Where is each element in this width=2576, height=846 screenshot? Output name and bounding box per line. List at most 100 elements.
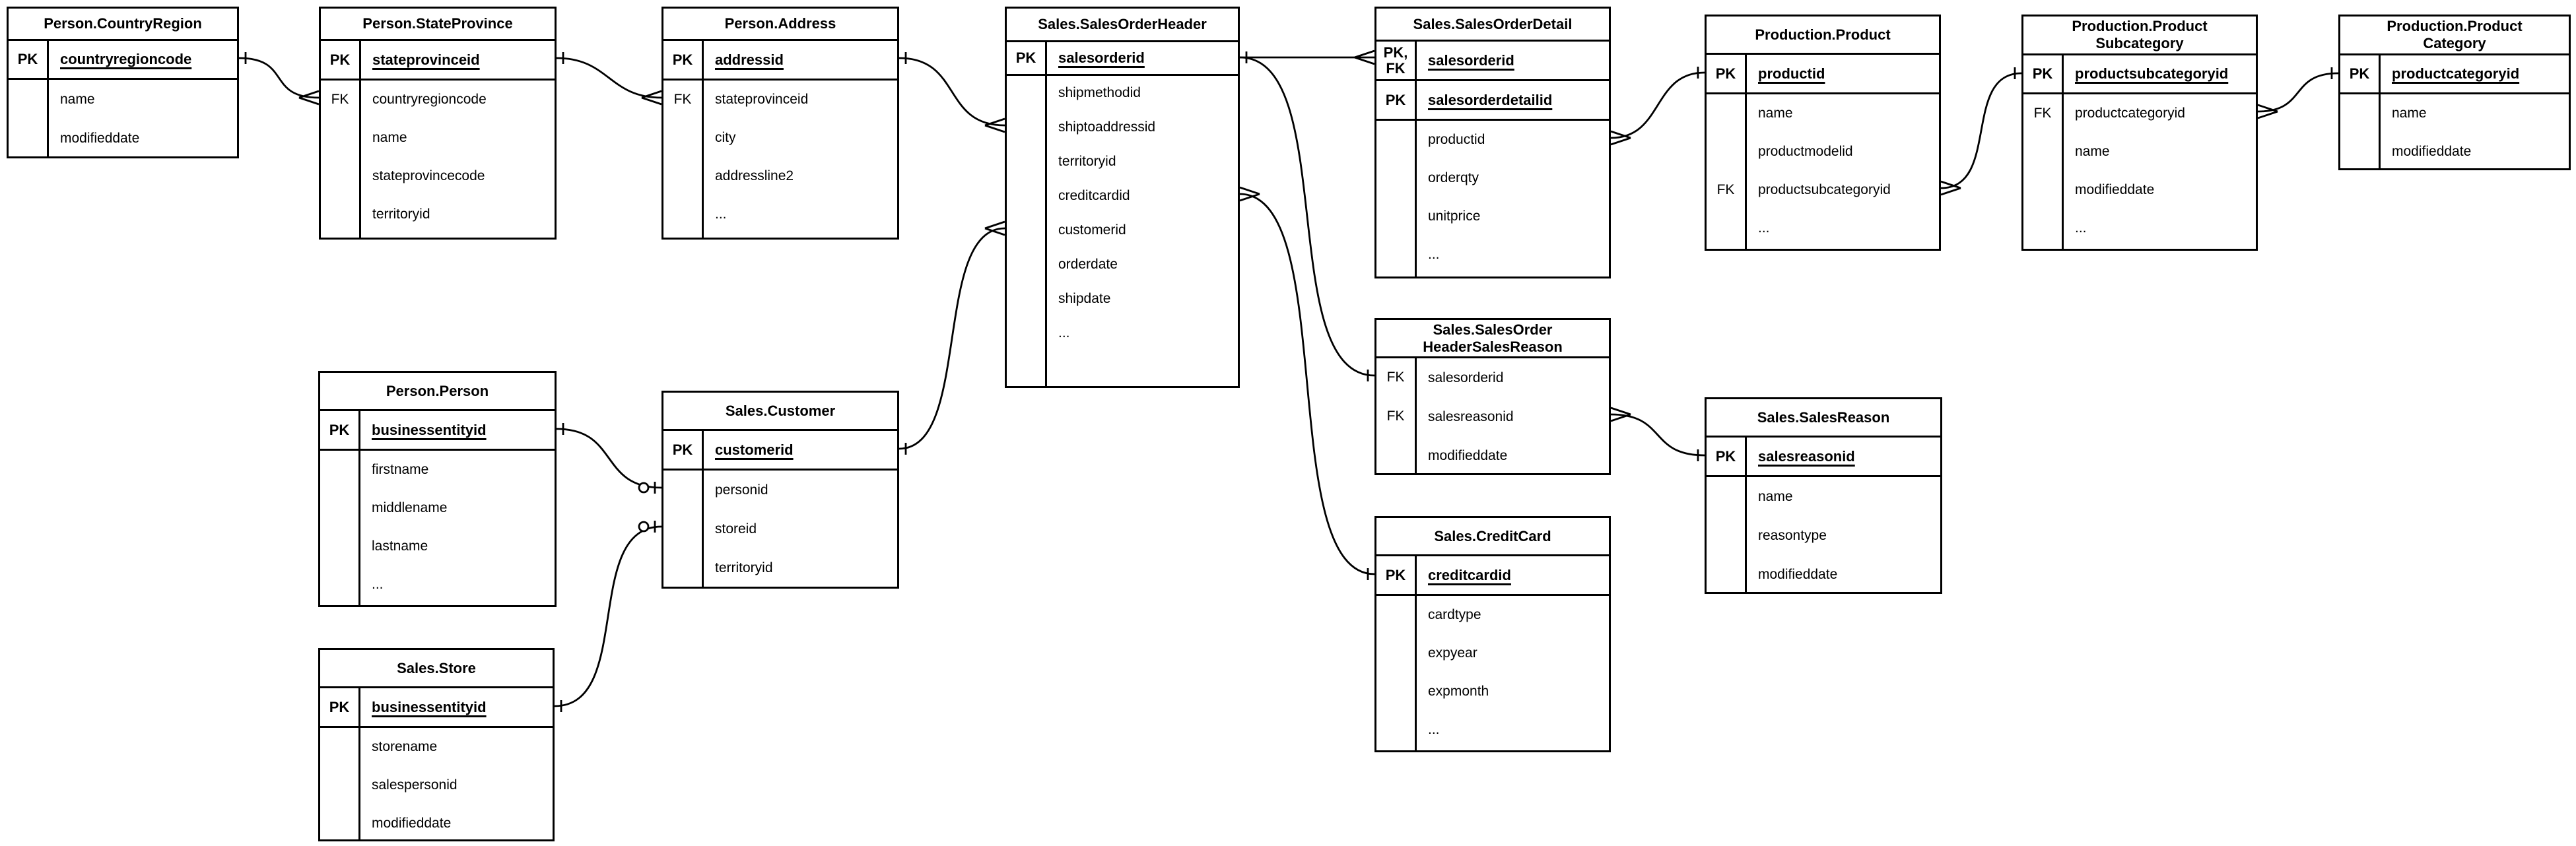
field-name: expmonth: [1428, 684, 1489, 699]
key-label: PK,FK: [1383, 44, 1408, 77]
pk-field: stateprovinceid: [372, 51, 480, 68]
key-spacer: [1007, 179, 1045, 213]
field-name: salespersonid: [372, 777, 458, 793]
field-name: expyear: [1428, 645, 1477, 661]
relation-countryregion-stateprovince: [238, 52, 320, 106]
table-title: Sales.SalesOrderHeader: [1007, 9, 1238, 42]
field-name: countryregioncode: [372, 92, 487, 107]
key-column-divider: [1415, 358, 1417, 473]
key-spacer: [1376, 711, 1415, 749]
key-spacer: [1007, 247, 1045, 282]
relation-salesorderheader-salesorderheadersalesreason: [1239, 56, 1375, 381]
relation-address-salesorderheader: [898, 52, 1005, 133]
field-row: modifieddate: [2023, 171, 2256, 209]
key-spacer: [320, 527, 358, 566]
table-title: Sales.Store: [320, 650, 553, 688]
field-name: productsubcategoryid: [1758, 182, 1891, 197]
field-name: ...: [1758, 220, 1770, 236]
key-spacer: [1376, 159, 1415, 197]
key-spacer: [1007, 110, 1045, 145]
pk-field: creditcardid: [1428, 566, 1511, 583]
field-row: unitprice: [1376, 197, 1609, 236]
field-name: productcategoryid: [2075, 106, 2185, 121]
key-spacer: [1376, 436, 1415, 475]
key-spacer: [1376, 236, 1415, 274]
field-row: creditcardid: [1007, 179, 1238, 213]
field-name: lastname: [372, 538, 428, 554]
key-spacer: [321, 157, 359, 195]
pk-field: productcategoryid: [2392, 65, 2520, 82]
field-name: territoryid: [372, 207, 430, 222]
field-row: ...: [1376, 711, 1609, 749]
key-column-divider: [47, 41, 49, 156]
field-row: reasontype: [1707, 516, 1940, 555]
pk-field: customerid: [715, 441, 794, 458]
field-row: city: [663, 119, 897, 157]
key-spacer: [1376, 672, 1415, 711]
key-spacer: [320, 489, 358, 527]
field-name: name: [372, 130, 407, 145]
key-column-divider: [2379, 55, 2381, 168]
key-spacer: [1007, 213, 1045, 247]
field-name: middlename: [372, 500, 448, 515]
pk-field: businessentityid: [372, 421, 487, 438]
field-name: modifieddate: [2392, 144, 2472, 159]
field-row: modifieddate: [1707, 555, 1940, 594]
key-spacer: [2340, 133, 2379, 171]
field-name: name: [1758, 488, 1793, 504]
key-label: PK: [1385, 566, 1406, 583]
field-name: addressline2: [715, 168, 794, 183]
key-label: PK: [672, 51, 693, 68]
field-row: ...: [663, 195, 897, 234]
field-name: ...: [2075, 220, 2087, 236]
key-label: PK: [1715, 447, 1736, 465]
key-column-divider: [2062, 55, 2064, 249]
relation-stateprovince-address: [556, 52, 662, 106]
field-name: ...: [1428, 247, 1440, 262]
field-row: modifieddate: [9, 119, 237, 158]
key-spacer: [321, 119, 359, 157]
key-spacer: [1007, 145, 1045, 179]
field-row: personid: [663, 471, 897, 509]
zero-or-one-circle: [638, 521, 650, 533]
field-row: territoryid: [1007, 145, 1238, 179]
key-spacer: [2023, 133, 2062, 171]
field-row: storeid: [663, 509, 897, 548]
field-row: cardtype: [1376, 596, 1609, 634]
relation-productsubcategory-productcategory: [2257, 67, 2339, 119]
key-spacer: [663, 548, 702, 587]
field-name: shipdate: [1058, 291, 1111, 306]
pk-field: addressid: [715, 51, 784, 68]
key-column-divider: [1745, 55, 1747, 249]
field-row: shiptoaddressid: [1007, 110, 1238, 145]
key-spacer: [1707, 133, 1745, 171]
key-spacer: [1707, 555, 1745, 594]
pk-field: businessentityid: [372, 698, 487, 715]
pk-field: salesorderid: [1428, 51, 1514, 69]
key-spacer: [2023, 209, 2062, 247]
field-row: firstname: [320, 451, 555, 489]
field-row: name: [2340, 94, 2569, 133]
key-spacer: [663, 119, 702, 157]
field-name: orderdate: [1058, 257, 1118, 272]
pk-field: salesreasonid: [1758, 447, 1855, 465]
field-row: name: [9, 80, 237, 119]
field-name: customerid: [1058, 222, 1126, 238]
field-row: ...: [320, 566, 555, 604]
